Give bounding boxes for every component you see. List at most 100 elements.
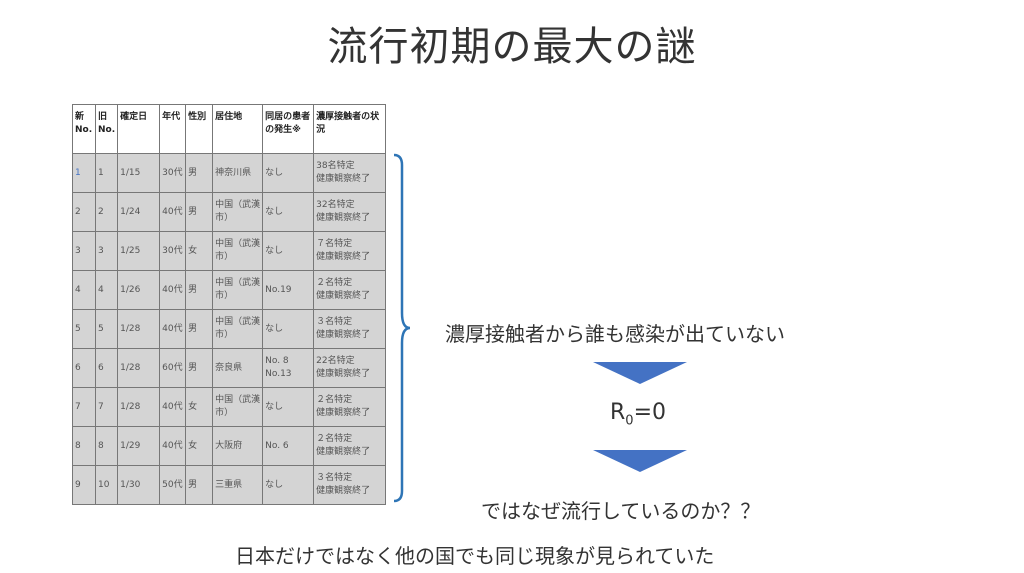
down-arrow-icon [593, 362, 687, 384]
contact-status-cell: 32名特定健康観察終了 [313, 192, 387, 232]
table-cell: 40代 [159, 426, 187, 466]
contact-status-line: 健康観察終了 [316, 291, 371, 301]
question-text: ではなぜ流行しているのか？？ [481, 499, 761, 523]
column-header: 旧No. [94, 104, 119, 154]
column-header: 居住地 [212, 104, 264, 154]
table-cell: 女 [185, 426, 214, 466]
table-cell: 神奈川県 [212, 153, 264, 193]
table-cell: 1/30 [117, 465, 161, 505]
table-cell: 6 [94, 348, 119, 388]
table-cell: 2 [94, 192, 119, 232]
contact-status-cell: ３名特定健康観察終了 [313, 465, 387, 505]
table-cell: No. 6 [262, 426, 315, 466]
slide-title: 流行初期の最大の謎 [327, 24, 697, 70]
table-cell: 男 [185, 153, 214, 193]
brace-icon [393, 153, 411, 503]
column-header: 確定日 [117, 104, 161, 154]
table-cell: 4 [94, 270, 119, 310]
contact-status-line: ２名特定 [316, 395, 353, 405]
contact-status-line: 38名特定 [316, 161, 355, 171]
table-cell: 1/28 [117, 387, 161, 427]
table-cell: 中国（武漢市） [212, 387, 264, 427]
table-cell: 1 [94, 153, 119, 193]
table-cell: 50代 [159, 465, 187, 505]
contact-status-line: 22名特定 [316, 356, 355, 366]
table-cell: 1/28 [117, 348, 161, 388]
table-cell: 1/25 [117, 231, 161, 271]
table-cell: 9 [72, 465, 96, 505]
table-cell: 中国（武漢市） [212, 192, 264, 232]
column-header: 濃厚接触者の状況 [313, 104, 387, 154]
contact-status-line: ２名特定 [316, 278, 353, 288]
footer-text: 日本だけではなく他の国でも同じ現象が見られていた [235, 544, 715, 568]
table-cell: 40代 [159, 270, 187, 310]
table-cell: 女 [185, 231, 214, 271]
contact-status-line: 健康観察終了 [316, 174, 371, 184]
table-cell: 女 [185, 387, 214, 427]
table-cell: なし [262, 153, 315, 193]
column-header: 性別 [185, 104, 214, 154]
table-cell: なし [262, 192, 315, 232]
table-cell: 30代 [159, 153, 187, 193]
contact-status-line: 健康観察終了 [316, 408, 371, 418]
table-cell: 8 [72, 426, 96, 466]
table-cell: 3 [72, 231, 96, 271]
table-cell: なし [262, 387, 315, 427]
table-cell: 1 [72, 153, 96, 193]
contact-status-line: 健康観察終了 [316, 330, 371, 340]
r0-value: =0 [633, 400, 667, 425]
contact-status-cell: 22名特定健康観察終了 [313, 348, 387, 388]
table-cell: 4 [72, 270, 96, 310]
table-cell: 2 [72, 192, 96, 232]
table-cell: No.19 [262, 270, 315, 310]
table-cell: 6 [72, 348, 96, 388]
contact-status-cell: ２名特定健康観察終了 [313, 387, 387, 427]
down-arrow-icon [593, 450, 687, 472]
contact-status-line: ７名特定 [316, 239, 353, 249]
table-cell: 40代 [159, 192, 187, 232]
table-cell: 中国（武漢市） [212, 309, 264, 349]
table-cell: 40代 [159, 387, 187, 427]
table-cell: 1/26 [117, 270, 161, 310]
contact-status-line: 健康観察終了 [316, 447, 371, 457]
contact-status-line: ３名特定 [316, 317, 353, 327]
table-cell: 1/24 [117, 192, 161, 232]
no-infection-text: 濃厚接触者から誰も感染が出ていない [445, 322, 785, 346]
table-cell: 1/28 [117, 309, 161, 349]
table-cell: 30代 [159, 231, 187, 271]
contact-status-line: 健康観察終了 [316, 252, 371, 262]
table-cell: 中国（武漢市） [212, 270, 264, 310]
contact-status-line: 健康観察終了 [316, 213, 371, 223]
table-cell: 男 [185, 270, 214, 310]
contact-status-line: 32名特定 [316, 200, 355, 210]
table-cell: 3 [94, 231, 119, 271]
table-cell: 奈良県 [212, 348, 264, 388]
r0-symbol: R [610, 400, 626, 425]
table-cell: 1/15 [117, 153, 161, 193]
table-cell: なし [262, 465, 315, 505]
table-cell: なし [262, 231, 315, 271]
column-header: 新No. [72, 104, 96, 154]
table-cell: 7 [72, 387, 96, 427]
contact-status-cell: ２名特定健康観察終了 [313, 426, 387, 466]
table-cell: 男 [185, 309, 214, 349]
table-cell: 1/29 [117, 426, 161, 466]
contact-status-line: 健康観察終了 [316, 486, 371, 496]
table-cell: 5 [94, 309, 119, 349]
contact-status-line: 健康観察終了 [316, 369, 371, 379]
r0-subscript: 0 [625, 413, 634, 429]
contact-status-cell: ７名特定健康観察終了 [313, 231, 387, 271]
column-header: 同居の患者の発生※ [262, 104, 315, 154]
table-cell: 7 [94, 387, 119, 427]
contact-status-line: ３名特定 [316, 473, 353, 483]
table-cell: 男 [185, 465, 214, 505]
table-cell: No. 8 No.13 [262, 348, 315, 388]
